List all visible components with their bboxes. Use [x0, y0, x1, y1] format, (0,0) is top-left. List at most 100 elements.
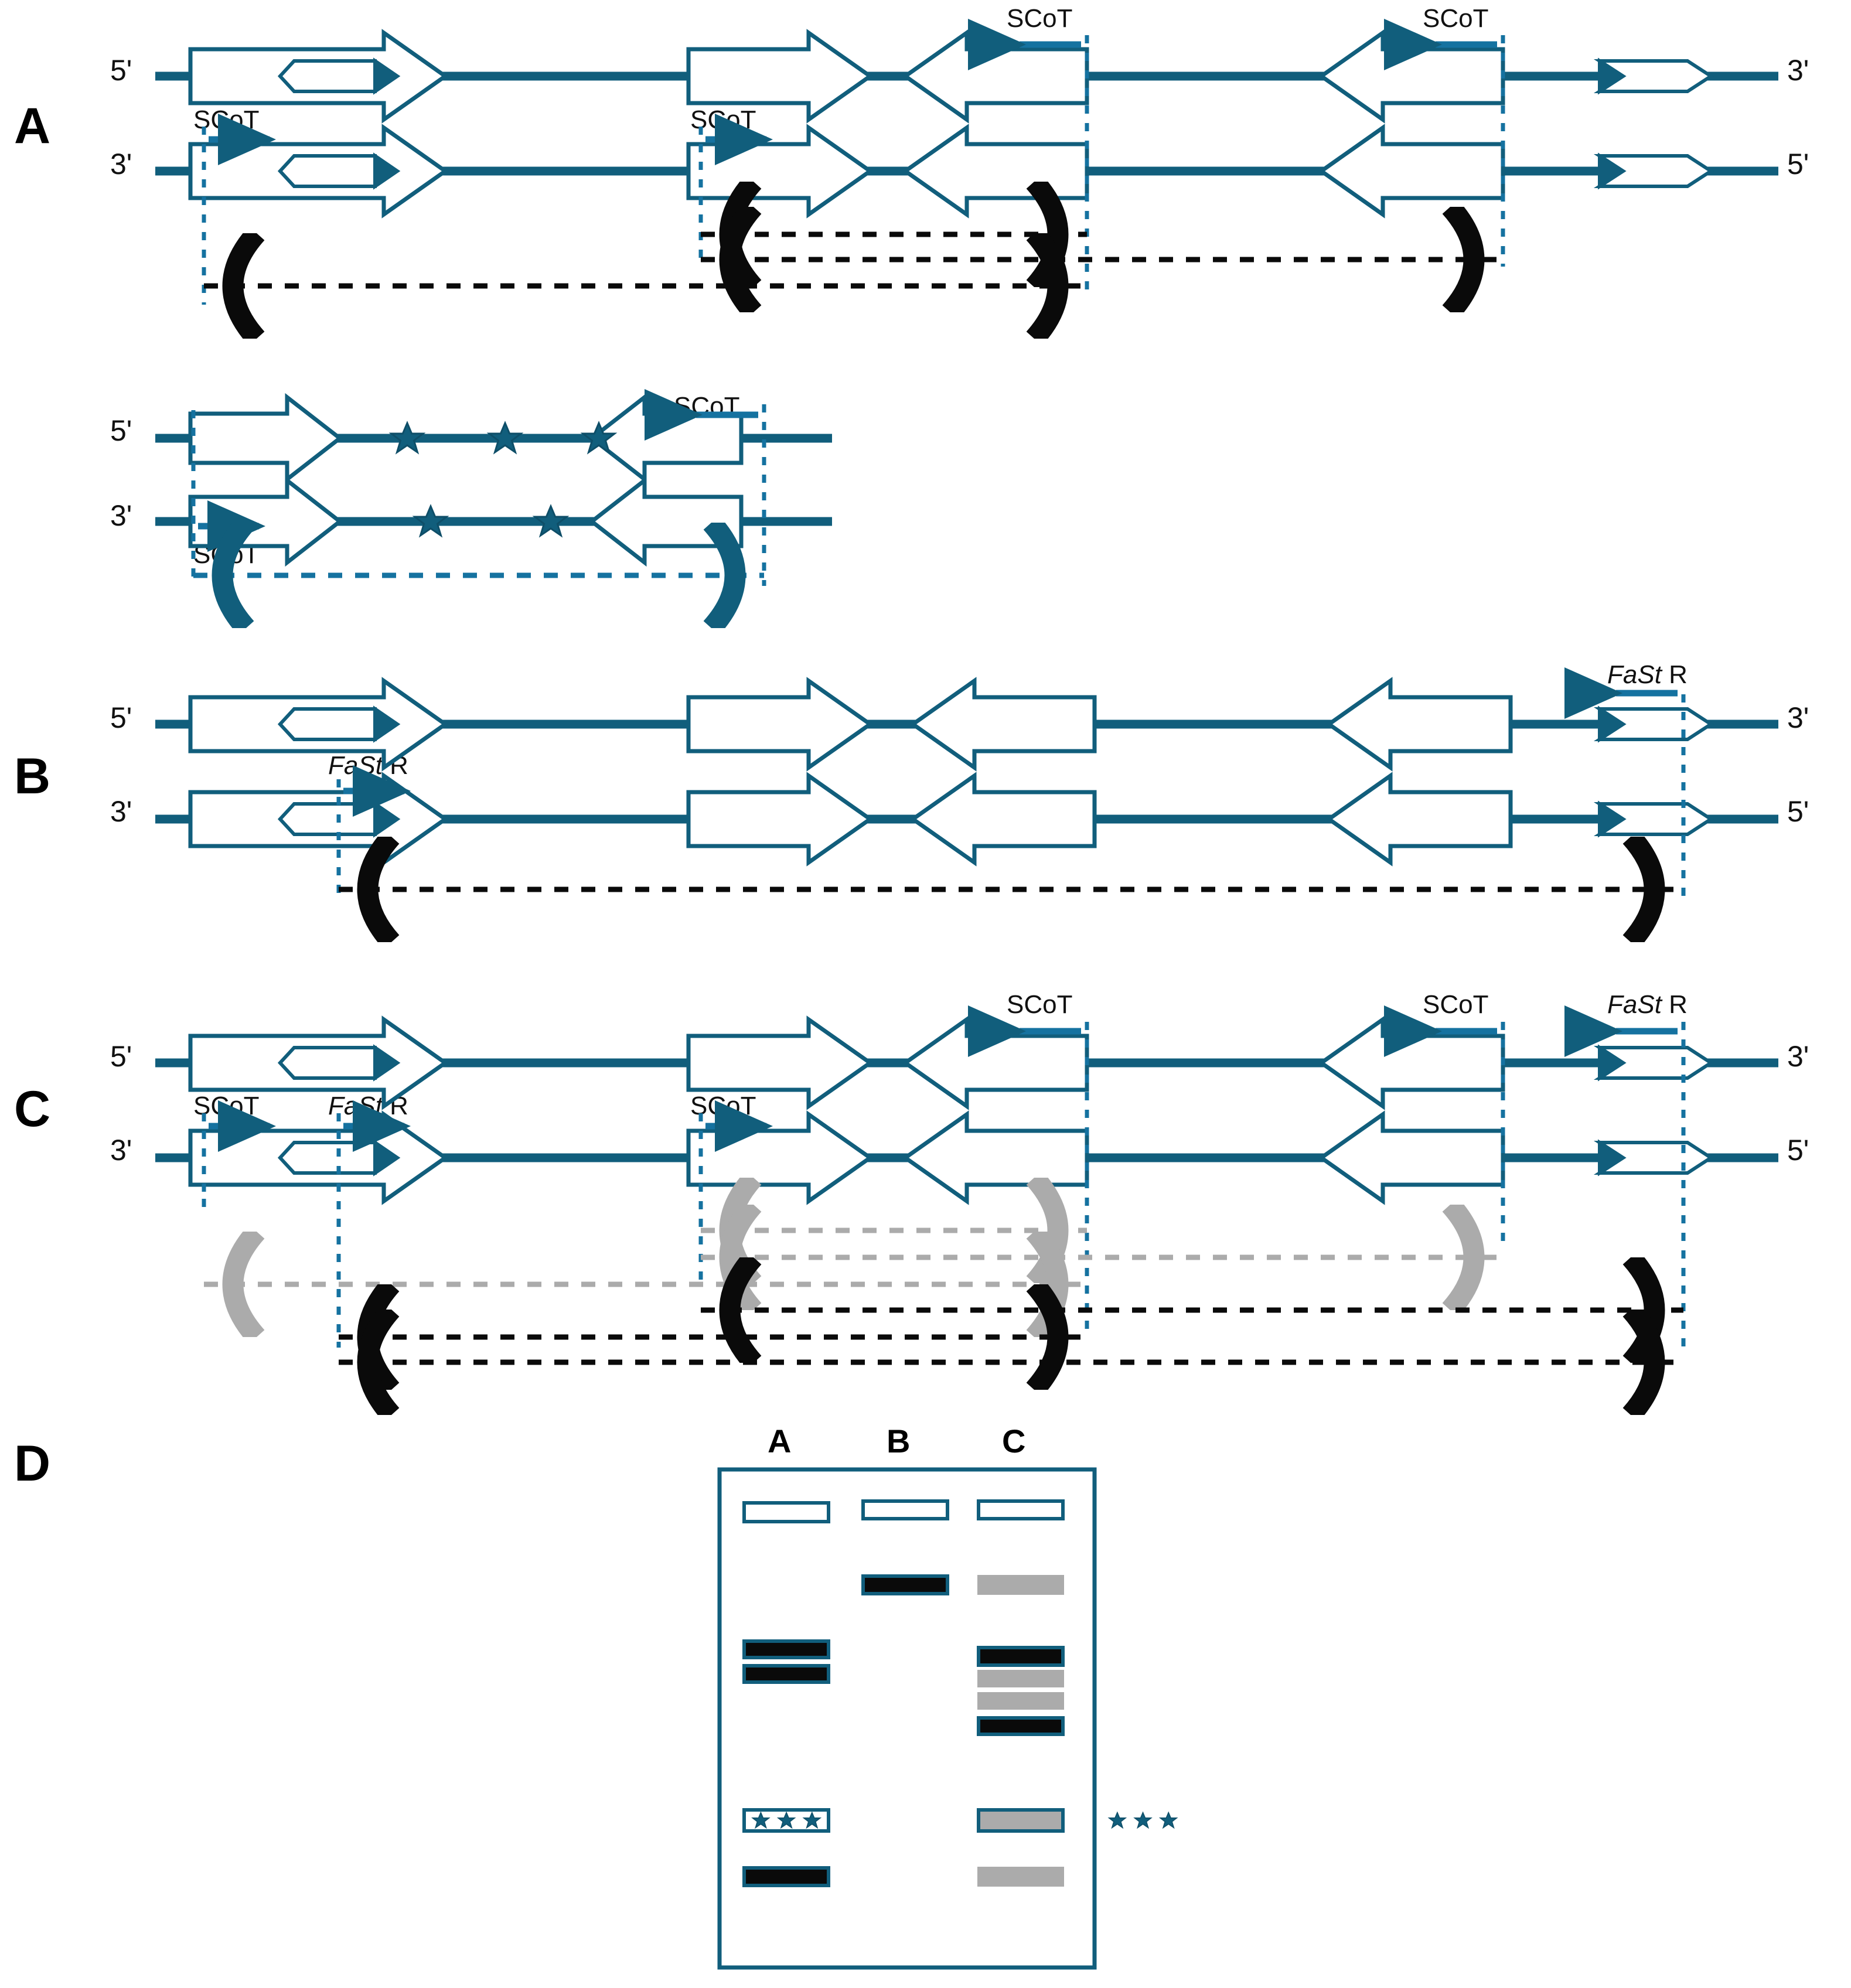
panel-c-graphics — [155, 1005, 1778, 1362]
panel-a2-star-top-1 — [390, 422, 424, 453]
panel-b-top-3prime: 3' — [1787, 701, 1809, 734]
gel-star-a-2 — [778, 1812, 795, 1829]
gel-star-c-2 — [1134, 1812, 1152, 1829]
panel-c-codon-cat-2: CAT — [1438, 1050, 1484, 1076]
fast-italic-c-top: FaSt — [1607, 990, 1662, 1019]
panel-a-transposon-bot — [1593, 152, 1714, 190]
panel-b-codon-tac-2: TAC — [701, 805, 746, 831]
panel-c-bot-5prime: 5' — [1787, 1134, 1809, 1167]
gel-band-c-6 — [977, 1867, 1064, 1887]
panel-c-primer-scot-3: SCoT — [193, 1092, 260, 1120]
panel-a-transposon-top — [1593, 57, 1714, 95]
gel-box — [717, 1467, 1097, 1970]
panel-a-codon-atg-2: ATG — [701, 63, 748, 89]
gel-band-c-4 — [977, 1692, 1064, 1710]
panel-d-gel — [717, 1467, 1178, 1970]
fast-italic-b-top: FaSt — [1607, 660, 1662, 689]
panel-b-primer-fast-r-top: FaSt R — [1607, 662, 1688, 688]
panel-b-codon-atg-2: ATG — [701, 711, 748, 737]
panel-c-codon-gta-1: GTA — [1022, 1144, 1069, 1169]
gel-band-a-3 — [742, 1866, 830, 1887]
fast-r-c-bot: R — [390, 1092, 408, 1120]
panel-c-bot-3prime: 3' — [110, 1134, 132, 1167]
panel-a2-star-bot-1 — [414, 505, 448, 537]
panel-a-bot-5prime: 5' — [1787, 148, 1809, 180]
panel-c-transposon-top — [1593, 1044, 1714, 1082]
panel-a-graphics — [155, 19, 1778, 305]
panel-a-codon-cat-2: CAT — [1438, 63, 1484, 89]
panel-b-graphics — [155, 667, 1778, 902]
gel-band-a-star — [742, 1808, 830, 1833]
panel-a2-bot-3prime: 3' — [110, 499, 132, 532]
panel-a2-primer-scot-bot: SCoT — [193, 540, 260, 569]
gel-lane-label-c: C — [1002, 1423, 1026, 1460]
panel-c-top-5prime: 5' — [110, 1040, 132, 1073]
panel-b-bot-5prime: 5' — [1787, 795, 1809, 828]
panel-c-transposon-bot — [1593, 1139, 1714, 1177]
panel-a2-codon-atg: ATG — [208, 425, 255, 451]
panel-a2-primer-scot-top: SCoT — [674, 392, 740, 421]
gel-lane-label-b: B — [887, 1423, 911, 1460]
panel-letter-d: D — [14, 1435, 51, 1492]
gel-band-b-well — [861, 1499, 949, 1520]
panel-b-transposon-bot — [1593, 800, 1714, 838]
panel-b-transposon-top — [1593, 705, 1714, 743]
panel-a-top-3prime: 3' — [1787, 54, 1809, 87]
gel-band-a-well — [742, 1501, 830, 1523]
panel-b-top-5prime: 5' — [110, 701, 132, 734]
panel-c-codon-atg-1: ATG — [208, 1050, 255, 1076]
fast-italic-c-bot: FaSt — [328, 1092, 383, 1120]
panel-a-primer-scot-1: SCoT — [1007, 4, 1073, 33]
panel-a2-star-top-2 — [488, 422, 522, 453]
panel-c-primer-scot-1: SCoT — [1007, 990, 1073, 1019]
panel-c-top-3prime: 3' — [1787, 1040, 1809, 1073]
panel-a-primer-scot-4: SCoT — [690, 105, 756, 134]
panel-a2-codon-cat: CAT — [693, 425, 738, 451]
fast-italic-b-bot: FaSt — [328, 751, 383, 780]
panel-c-codon-atg-2: ATG — [701, 1050, 748, 1076]
panel-a-codon-gta-1: GTA — [1022, 157, 1069, 183]
panel-b-bot-3prime: 3' — [110, 795, 132, 828]
fast-r-b-bot: R — [390, 751, 408, 780]
panel-a-primer-scot-3: SCoT — [193, 105, 260, 134]
gel-band-a-2 — [742, 1664, 830, 1684]
panel-c-codon-tac-2: TAC — [701, 1144, 746, 1169]
panel-a2-star-bot-2 — [534, 505, 568, 537]
panel-letter-c: C — [14, 1081, 51, 1137]
panel-a-codon-gta-2: GTA — [1438, 157, 1485, 183]
panel-a-codon-cat-1: CAT — [1022, 63, 1068, 89]
panel-a-bot-3prime: 3' — [110, 148, 132, 180]
panel-a-top-5prime: 5' — [110, 54, 132, 87]
gel-band-c-1 — [977, 1575, 1064, 1595]
panel-b-codon-gta-2: GTA — [1446, 805, 1493, 831]
panel-letter-b: B — [14, 748, 51, 804]
panel-c-codon-cat-1: CAT — [1022, 1050, 1068, 1076]
panel-c-primer-fast-r-top: FaSt R — [1607, 992, 1688, 1018]
panel-a-codon-atg-1: ATG — [208, 63, 255, 89]
gel-band-c-2 — [977, 1646, 1065, 1667]
panel-b-codon-gta-1: GTA — [1030, 805, 1077, 831]
gel-star-a-3 — [803, 1812, 821, 1829]
panel-a2-top-5prime: 5' — [110, 414, 132, 447]
panel-a-primer-scot-2: SCoT — [1423, 4, 1489, 33]
panel-b-codon-cat-2: CAT — [1446, 711, 1492, 737]
gel-star-c-3 — [1160, 1812, 1178, 1829]
panel-c-primer-scot-4: SCoT — [690, 1092, 756, 1120]
panel-c-primer-scot-2: SCoT — [1423, 990, 1489, 1019]
gel-band-c-star — [977, 1808, 1065, 1833]
gel-band-c-well — [977, 1499, 1065, 1520]
panel-b-primer-fast-r-bot: FaSt R — [328, 753, 408, 779]
panel-b-codon-cat-1: CAT — [1030, 711, 1076, 737]
gel-band-c-5 — [977, 1716, 1065, 1736]
gel-star-a-1 — [752, 1812, 770, 1829]
panel-c-codon-tac-1: TAC — [208, 1144, 254, 1169]
fast-r-c-top: R — [1669, 990, 1688, 1019]
panel-c-primer-fast-r-bot: FaSt R — [328, 1093, 408, 1119]
panel-a2-codon-gta: GTA — [693, 509, 739, 534]
panel-a-codon-tac-1: TAC — [208, 157, 254, 183]
panel-b-codon-atg-1: ATG — [208, 711, 255, 737]
panel-b-codon-tac-1: TAC — [208, 805, 254, 831]
panel-a2-codon-tac: TAC — [208, 509, 254, 534]
